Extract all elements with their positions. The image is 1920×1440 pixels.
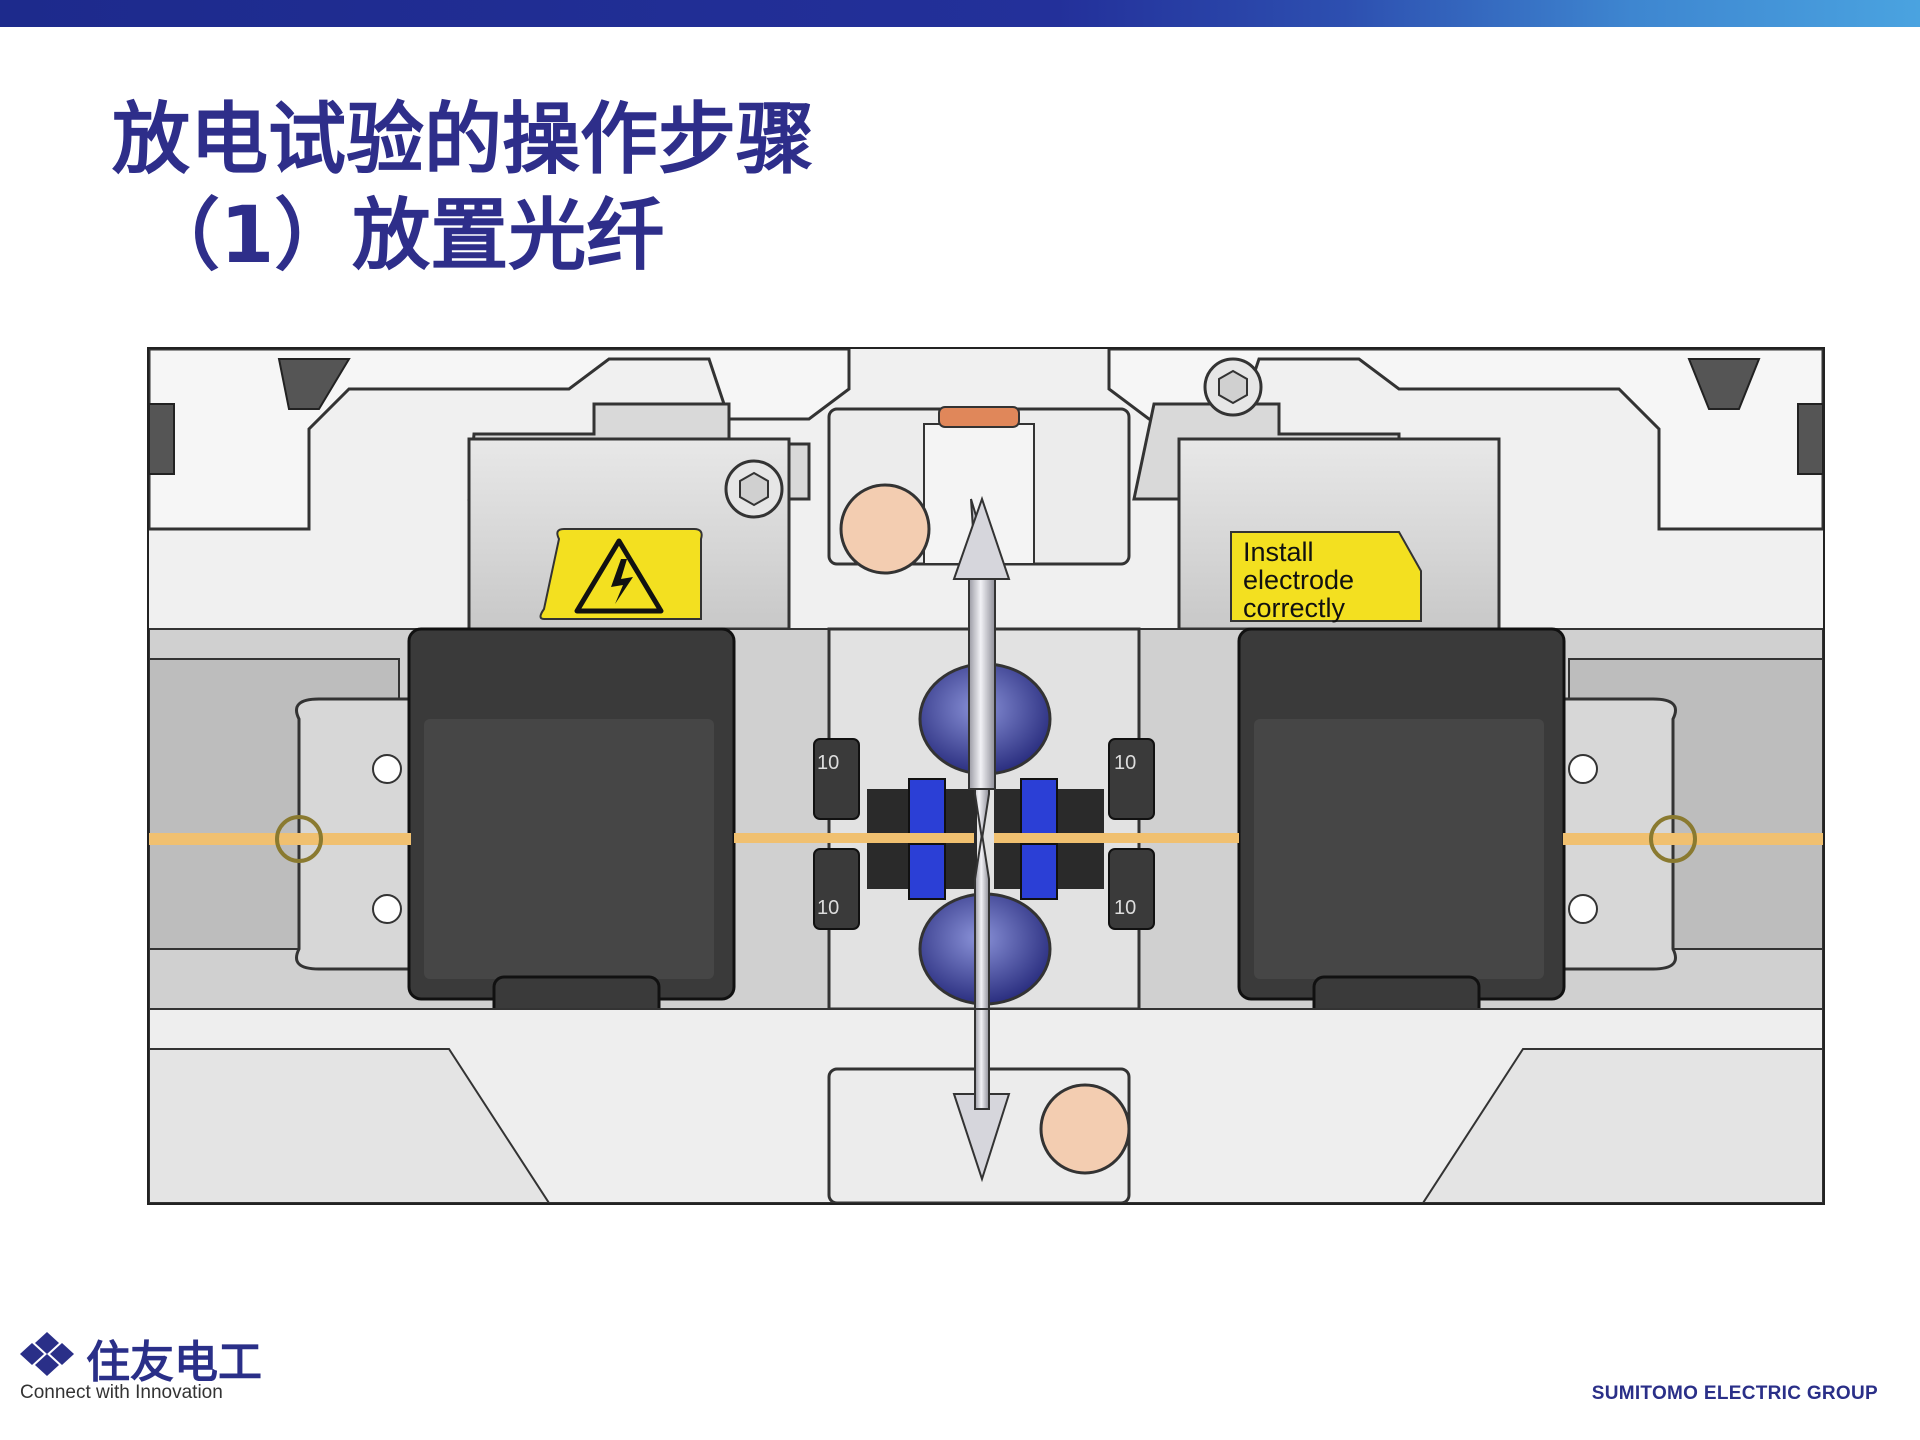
fusion-splicer-diagram: Install electrode correctly (147, 347, 1825, 1205)
title-line-1: 放电试验的操作步骤 (112, 95, 815, 185)
logo-tagline: Connect with Innovation (20, 1382, 223, 1403)
page-title: 放电试验的操作步骤 （1）放置光纤 (112, 92, 814, 284)
group-name: SUMITOMO ELECTRIC GROUP (1591, 1383, 1878, 1404)
v-groove-left-top (908, 778, 946, 835)
v-groove-right-bottom (1020, 843, 1058, 900)
clamp-label-left-top: 10 (817, 752, 839, 774)
lamp-top (839, 483, 931, 575)
logo-chinese-name: 住友电工 (86, 1337, 262, 1388)
fiber-right-inner (994, 833, 1239, 843)
fiber-left-outer (149, 833, 411, 845)
sumitomo-mark-icon (20, 1332, 74, 1376)
hex-screw-icon (724, 459, 784, 519)
top-accent-bar (0, 0, 1920, 27)
clamp-label-right-bottom: 10 (1114, 897, 1136, 919)
install-label-line3: correctly (1243, 593, 1346, 623)
high-voltage-warning-icon (574, 538, 664, 614)
lamp-bottom (1039, 1083, 1131, 1175)
clamp-label-right-top: 10 (1114, 752, 1136, 774)
hex-screw-icon (1203, 357, 1263, 417)
fiber-left-inner (734, 833, 974, 843)
title-line-2: （1）放置光纤 (142, 191, 665, 281)
install-label-line1: Install (1243, 537, 1314, 567)
install-label-line2: electrode (1243, 565, 1354, 595)
v-groove-left-bottom (908, 843, 946, 900)
v-groove-right-top (1020, 778, 1058, 835)
clamp-label-left-bottom: 10 (817, 897, 839, 919)
